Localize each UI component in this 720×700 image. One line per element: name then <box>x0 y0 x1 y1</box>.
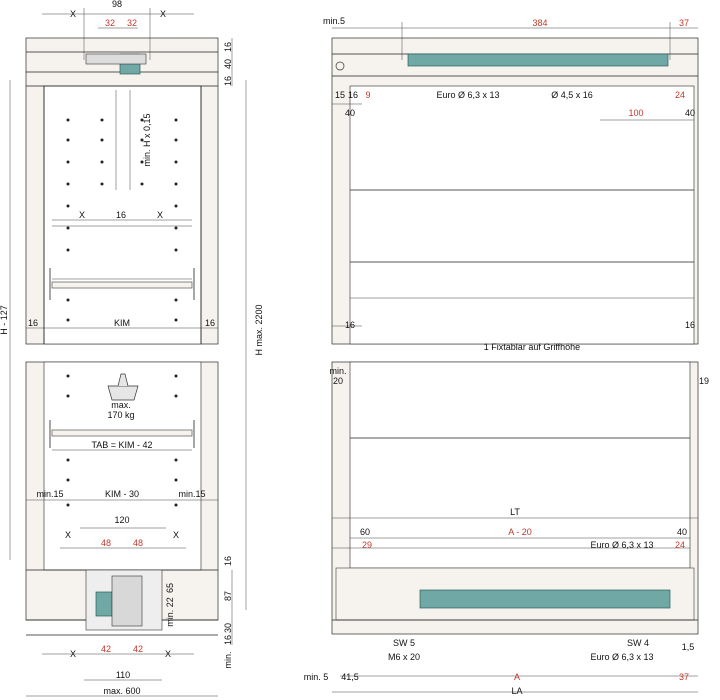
lt-label: LT <box>510 507 520 517</box>
screw-label: Ø 4,5 x 16 <box>551 90 593 100</box>
dim-42-b: 42 <box>133 644 143 654</box>
dim-20: 20 <box>333 376 343 386</box>
labels-right-bottom: min. 20 19 LT 60 29 A - 20 40 Euro Ø 6,3… <box>304 366 709 696</box>
dim-x-2: X <box>160 9 166 19</box>
labels-left-bottom: max. 170 kg TAB = KIM - 42 min.15 KIM - … <box>36 400 233 696</box>
dim-9: 9 <box>365 90 370 100</box>
dim-24: 24 <box>675 90 685 100</box>
min-label-left: min. <box>223 651 233 668</box>
dim-24: 24 <box>675 540 685 550</box>
weight-icon <box>107 373 139 401</box>
dimensions-right-bottom <box>332 517 698 693</box>
dim-40-a: 40 <box>345 108 355 118</box>
dim-x-5: X <box>65 530 71 540</box>
right-bottom-cabinet <box>331 361 699 635</box>
dim-87: 87 <box>223 591 233 601</box>
dim-16-b: 16 <box>345 320 355 330</box>
max-600: max. 600 <box>103 686 140 696</box>
dim-15: 15 <box>335 90 345 100</box>
dim-x-3: X <box>79 210 85 220</box>
right-top-cabinet <box>331 37 699 345</box>
dim-48-a: 48 <box>101 538 111 548</box>
dim-16: 16 <box>348 90 358 100</box>
labels-right-top: min.5 384 37 15 16 9 40 Euro Ø 6,3 x 13 … <box>323 16 695 352</box>
dim-16-f: 16 <box>223 556 233 566</box>
m6-label: M6 x 20 <box>388 652 420 662</box>
dim-98: 98 <box>112 0 122 9</box>
dimensions-left-top <box>9 8 247 610</box>
max-label: max. <box>111 400 131 410</box>
dim-110: 110 <box>116 670 130 680</box>
dim-x-6: X <box>173 530 179 540</box>
euro-screw-label: Euro Ø 6,3 x 13 <box>436 90 499 100</box>
dim-16-b: 16 <box>223 76 233 86</box>
left-top-cabinet <box>25 37 219 345</box>
min5: min.5 <box>323 16 345 26</box>
min5-label: min. 5 <box>304 672 329 682</box>
caption: 1 Fixtablar auf Griffhöhe <box>484 342 580 352</box>
dim-48-b: 48 <box>133 538 143 548</box>
dim-32-b: 32 <box>127 18 137 28</box>
tab-formula: TAB = KIM - 42 <box>91 440 152 450</box>
dim-32-a: 32 <box>105 18 115 28</box>
sw5-label: SW 5 <box>393 638 415 648</box>
dim-16-e: 16 <box>205 318 215 328</box>
min15-a: min.15 <box>36 489 63 499</box>
dim-16-g: 16 <box>223 635 233 645</box>
dim-37-b: 37 <box>679 672 689 682</box>
dim-384: 384 <box>532 18 547 28</box>
euro-label-2: Euro Ø 6,3 x 13 <box>590 652 653 662</box>
dimensions-left-bottom <box>26 449 233 697</box>
dim-41-5: 41,5 <box>341 672 359 682</box>
euro-label-1: Euro Ø 6,3 x 13 <box>590 540 653 550</box>
sw4-label: SW 4 <box>627 638 649 648</box>
dim-16-d: 16 <box>28 318 38 328</box>
dim-29: 29 <box>362 540 372 550</box>
dim-x-1: X <box>70 9 76 19</box>
dim-19: 19 <box>699 376 709 386</box>
labels-left-top: 98 X X 32 32 16 40 16 min. H x 0,15 X 16… <box>0 0 264 356</box>
dim-x-4: X <box>157 210 163 220</box>
dim-60: 60 <box>360 527 370 537</box>
dim-16-c: 16 <box>685 320 695 330</box>
min-h-label: min. H x 0,15 <box>142 113 152 166</box>
left-bottom-cabinet <box>25 361 219 636</box>
dim-x-7: X <box>70 649 76 659</box>
h-127-label: H - 127 <box>0 305 9 335</box>
dim-16-a: 16 <box>223 42 233 52</box>
dimensions-right-top <box>332 22 698 327</box>
hole-pattern-left-top <box>66 118 178 322</box>
dim-16-c: 16 <box>116 210 126 220</box>
h-max-label: H max. 2200 <box>254 304 264 355</box>
dim-65: 65 <box>165 583 175 593</box>
weight-label: 170 kg <box>107 410 134 420</box>
dim-37: 37 <box>679 18 689 28</box>
dim-30: 30 <box>223 623 233 633</box>
a-label: A <box>514 672 520 682</box>
min-label: min. <box>329 366 346 376</box>
dim-100: 100 <box>628 108 643 118</box>
la-label: LA <box>511 686 522 696</box>
dim-120: 120 <box>114 515 129 525</box>
dim-40: 40 <box>223 59 233 69</box>
a-20-label: A - 20 <box>508 527 532 537</box>
min-22: min. 22 <box>165 597 175 627</box>
dim-42-a: 42 <box>101 644 111 654</box>
min15-b: min.15 <box>178 489 205 499</box>
kim-label: KIM <box>114 318 130 328</box>
dim-40: 40 <box>677 527 687 537</box>
dim-40-b: 40 <box>685 108 695 118</box>
hole-pattern-left-bottom <box>66 374 178 507</box>
dim-1-5: 1,5 <box>682 642 695 652</box>
kim-30: KIM - 30 <box>105 489 139 499</box>
dim-x-8: X <box>165 649 171 659</box>
